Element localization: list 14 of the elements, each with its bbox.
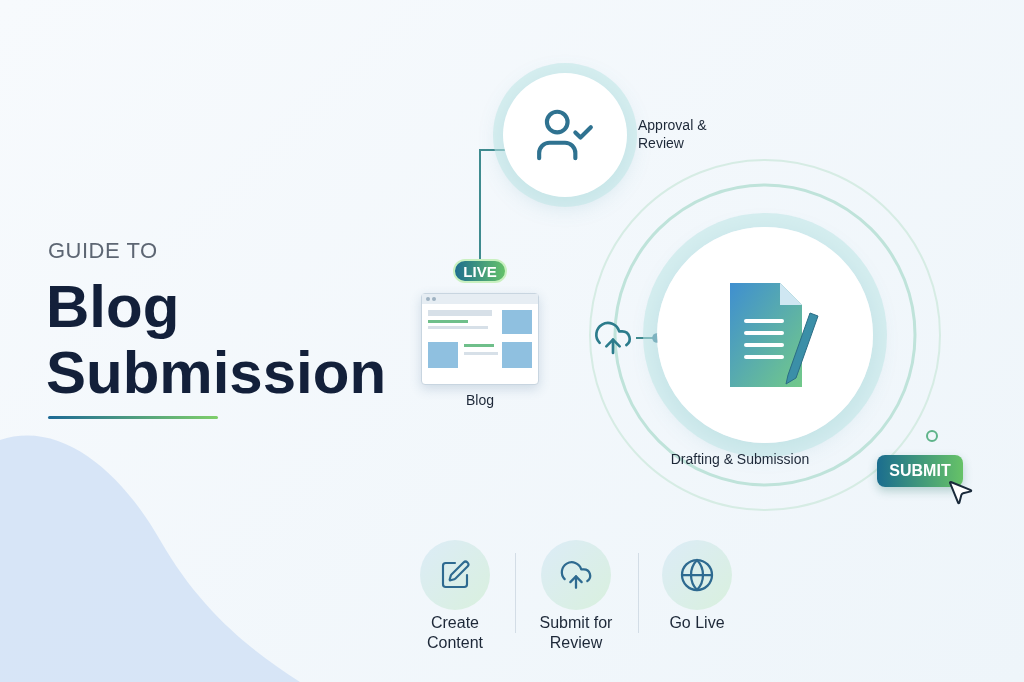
subtitle: GUIDE TO	[48, 238, 158, 264]
submit-button: SUBMIT	[877, 455, 963, 487]
title: Blog Submission	[46, 274, 388, 406]
live-badge: LIVE	[453, 259, 507, 283]
approval-circle	[503, 73, 627, 197]
drafting-circle	[657, 227, 873, 443]
connector-line	[479, 149, 506, 260]
node-caption: Create Content	[425, 613, 484, 653]
node-caption: Blog	[465, 392, 495, 410]
node-caption: Submit for Review	[538, 613, 614, 653]
node-caption: Approval & Review	[638, 117, 708, 152]
node-caption: Drafting & Submission	[669, 451, 811, 469]
browser-window-drawing	[421, 293, 539, 385]
node-caption: Go Live	[668, 613, 726, 633]
